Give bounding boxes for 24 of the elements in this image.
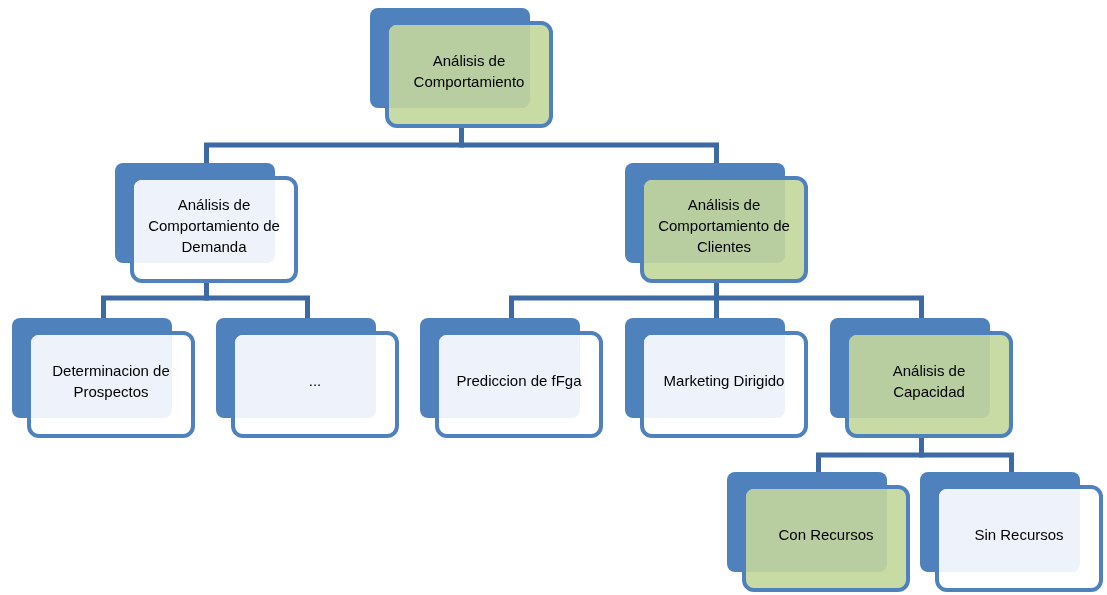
stacked-box xyxy=(370,8,553,128)
node-label: ... xyxy=(308,371,322,391)
node-label: Prediccion de fFga xyxy=(456,371,582,391)
stacked-box xyxy=(12,318,195,438)
node-label: Determinacion de Prospectos xyxy=(51,360,171,402)
node-label: Marketing Dirigido xyxy=(663,371,785,391)
stacked-box xyxy=(920,472,1103,592)
stacked-box xyxy=(727,472,910,592)
node-label: Sin Recursos xyxy=(974,525,1064,545)
stacked-box xyxy=(420,318,603,438)
stacked-box xyxy=(216,318,399,438)
connector-line xyxy=(919,438,1014,472)
stacked-box xyxy=(115,163,298,283)
node-label: Con Recursos xyxy=(778,525,874,545)
stacked-box xyxy=(625,318,808,438)
stacked-box xyxy=(830,318,1013,438)
node-label: Análisis de Comportamiento de Clientes xyxy=(657,195,791,257)
stacked-box xyxy=(625,163,808,283)
node-label: Análisis de Capacidad xyxy=(891,360,967,402)
connector-line xyxy=(459,128,719,163)
node-label: Análisis de Comportamiento de Demanda xyxy=(147,195,281,257)
node-label: Análisis de Comportamiento xyxy=(412,50,526,92)
connector-line xyxy=(714,283,924,318)
connector-line xyxy=(204,283,310,318)
